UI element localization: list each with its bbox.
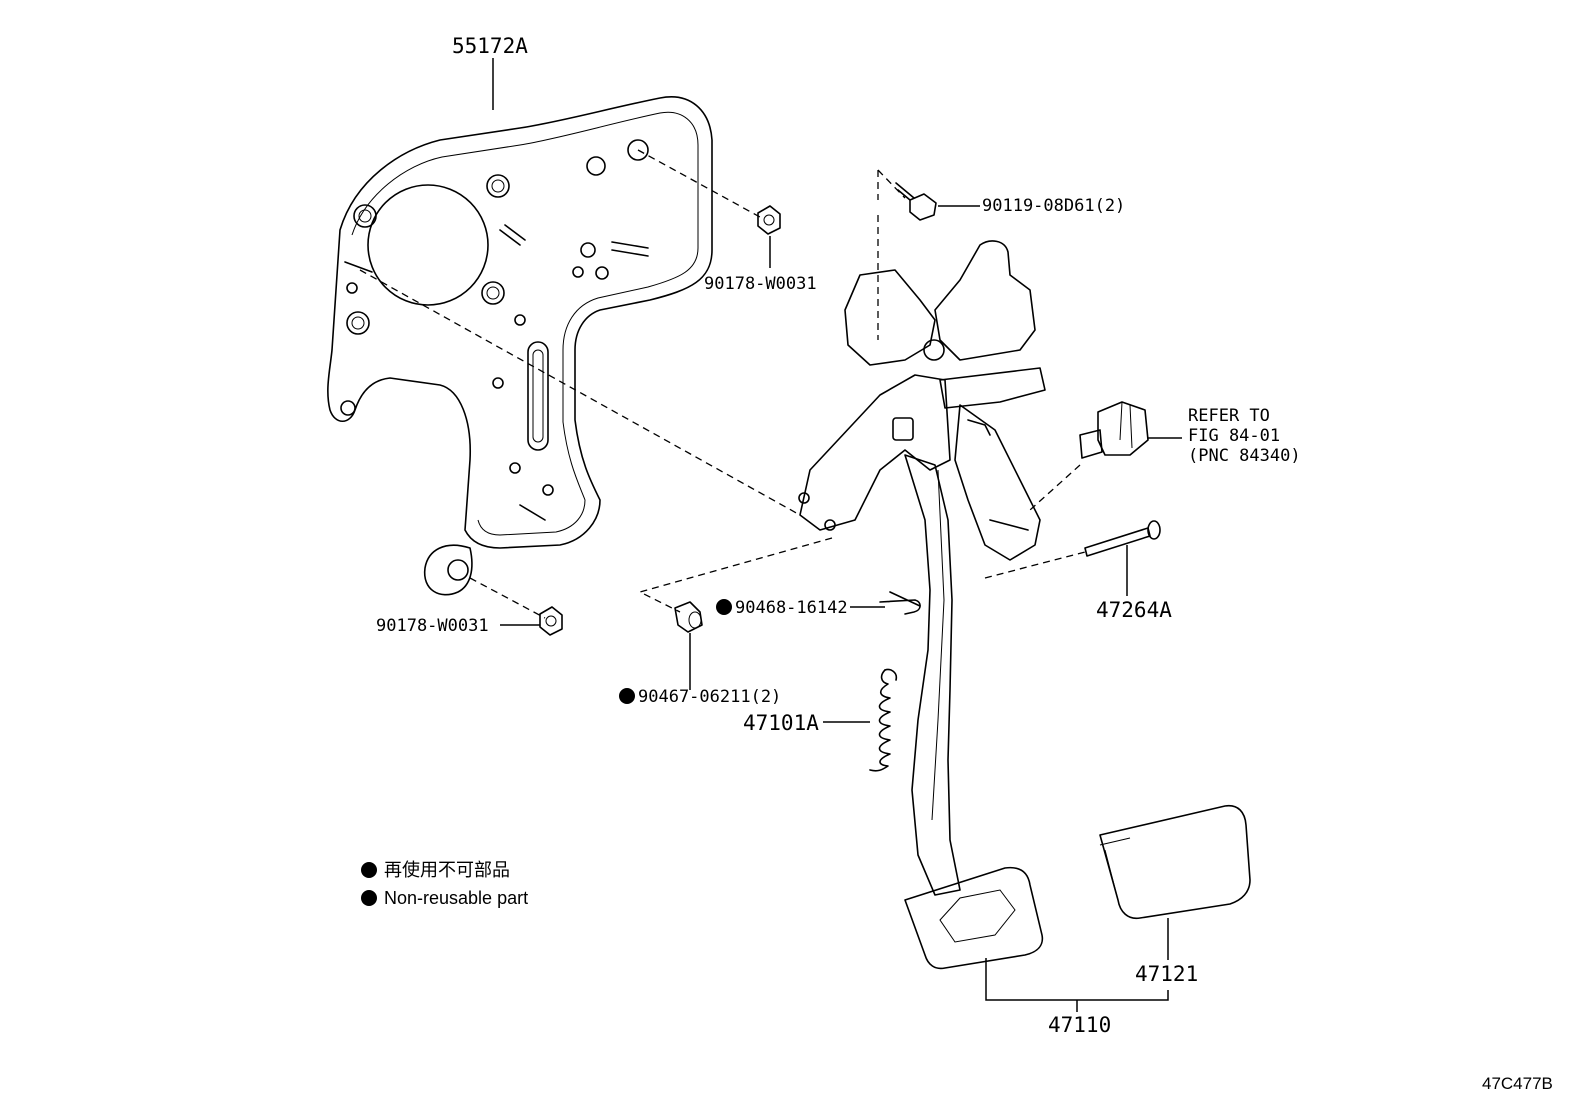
brake-pedal-lever: [904, 454, 961, 896]
bolt: [895, 182, 937, 221]
label-bracket: 55172A: [452, 34, 528, 58]
pedal-hinge-assembly: [798, 240, 1046, 561]
label-clip: 90468-16142: [735, 598, 848, 618]
label-nut-upper: 90178-W0031: [704, 274, 817, 294]
leader-lines: [492, 58, 1182, 1012]
upper-nut: [757, 205, 781, 235]
diagram-code: 47C477B: [1482, 1074, 1553, 1093]
cushion: [674, 601, 703, 633]
pedal-pad-cover: [1099, 804, 1251, 920]
legend-japanese: 再使用不可部品: [384, 860, 510, 880]
return-spring: [869, 668, 898, 772]
label-switch-ref-1: REFER TO: [1188, 406, 1270, 426]
lower-nut: [539, 606, 563, 636]
label-pin: 47264A: [1096, 598, 1172, 622]
assembly-lines: [359, 149, 1086, 619]
label-pad: 47121: [1135, 962, 1198, 986]
pedal-pin: [1084, 520, 1161, 557]
clip: [879, 591, 921, 615]
legend-english: Non-reusable part: [384, 888, 528, 908]
label-bolt: 90119-08D61(2): [982, 196, 1125, 216]
label-cushion: 90467-06211(2): [638, 687, 781, 707]
stop-lamp-switch: [1079, 401, 1149, 459]
pedal-support-bracket: [327, 96, 713, 596]
label-spring: 47101A: [743, 711, 819, 735]
label-nut-lower: 90178-W0031: [376, 616, 489, 636]
legend: 再使用不可部品 Non-reusable part: [361, 860, 528, 908]
label-pedal-assy: 47110: [1048, 1013, 1111, 1037]
label-switch-ref-3: (PNC 84340): [1188, 446, 1301, 466]
label-switch-ref-2: FIG 84-01: [1188, 426, 1280, 446]
pedal-pad: [904, 866, 1044, 970]
